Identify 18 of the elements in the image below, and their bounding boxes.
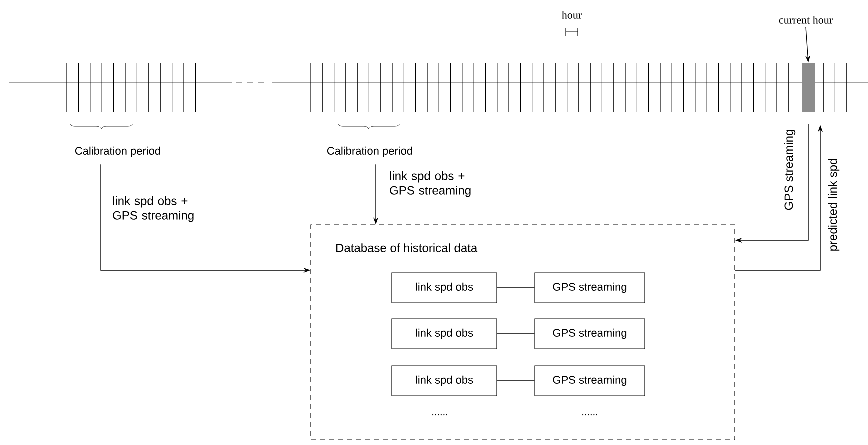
hour-label: current hour — [779, 16, 833, 24]
current-hour-bar — [802, 63, 815, 112]
record-box: GPS streaming — [534, 366, 646, 396]
record-box: link spd obs — [392, 366, 498, 396]
record-box: GPS streaming — [534, 318, 646, 350]
ellipsis-text: ...... — [582, 414, 598, 416]
edge-label: link spd obs + GPS streaming — [113, 196, 194, 222]
scale-label: hour — [562, 11, 582, 19]
connector-line — [496, 380, 536, 382]
ellipsis-text: ...... — [432, 414, 448, 416]
period-label: Calibration period — [327, 146, 412, 158]
record-box: link spd obs — [392, 318, 498, 350]
record-box: link spd obs — [392, 272, 498, 304]
edge-label: predicted link spd — [828, 159, 840, 251]
edge-label: GPS streaming — [784, 130, 796, 210]
edge-label: link spd obs + GPS streaming — [390, 172, 471, 198]
record-box: GPS streaming — [534, 272, 646, 304]
period-label: Calibration period — [75, 146, 160, 158]
